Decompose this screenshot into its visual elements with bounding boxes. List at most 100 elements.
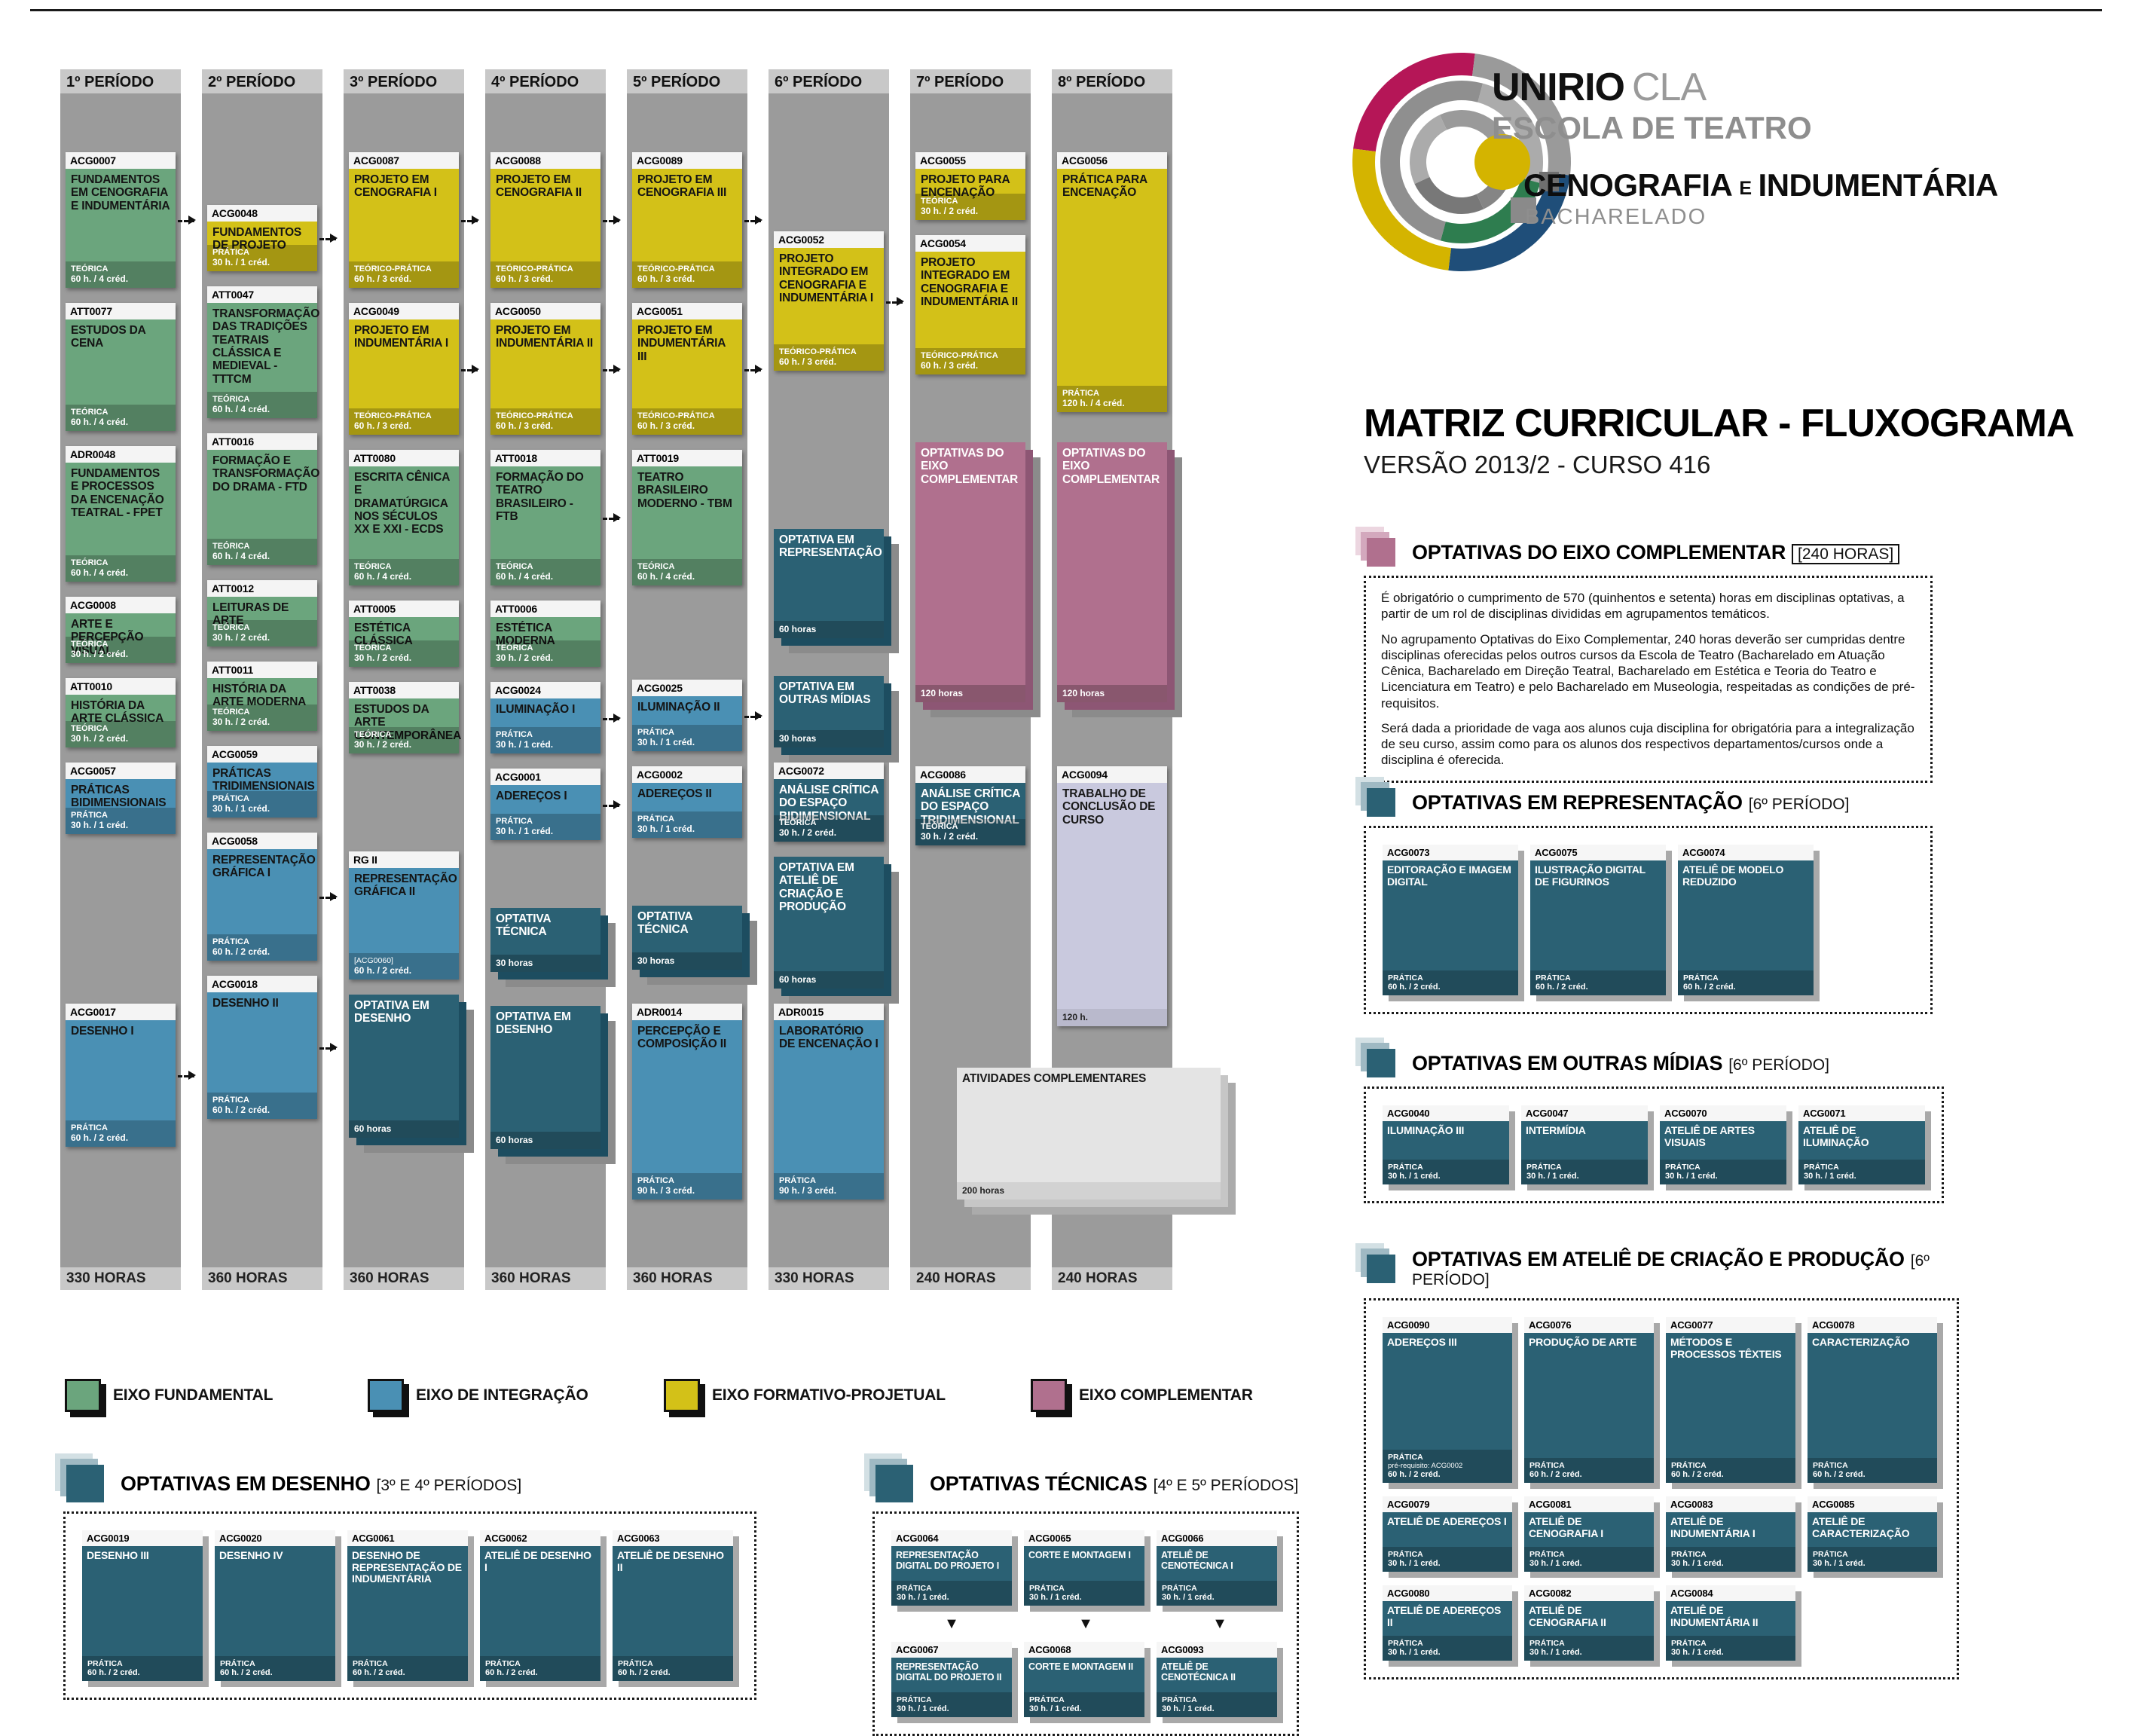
course-code: ATT0012 <box>207 580 317 597</box>
course-hours: 60 h. / 4 créd. <box>354 571 412 582</box>
course-hours: 120 horas <box>921 688 964 698</box>
course-hours: 30 h. / 1 créd. <box>71 820 129 830</box>
course-code: ATT0010 <box>66 678 176 695</box>
course-kind: PRÁTICA <box>1671 1639 1707 1648</box>
group-header-atelie: OPTATIVAS EM ATELIÊ DE CRIAÇÃO E PRODUÇÃ… <box>1364 1248 1959 1289</box>
course-name: ATELIÊ DE ILUMINAÇÃO <box>1803 1124 1869 1148</box>
course-kind: PRÁTICA <box>1536 973 1571 983</box>
period-header: 4º PERÍODO <box>485 69 606 93</box>
course-name-a: CENOGRAFIA <box>1523 167 1733 203</box>
course-kind: TEÓRICA <box>921 822 958 831</box>
course-name: ATELIÊ DE ADEREÇOS II <box>1387 1604 1502 1628</box>
course-name: TRABALHO DE CONCLUSÃO DE CURSO <box>1062 787 1156 827</box>
course-hours: 30 h. / 1 créd. <box>1671 1648 1724 1657</box>
course-kind: TEÓRICA <box>496 562 533 571</box>
course-connector: E <box>1739 178 1752 199</box>
period-header: 2º PERÍODO <box>202 69 322 93</box>
optatives-group-atelie: OPTATIVAS EM ATELIÊ DE CRIAÇÃO E PRODUÇÃ… <box>1364 1237 1959 1679</box>
course-kind: PRÁTICA <box>212 794 249 803</box>
group-title: OPTATIVAS EM DESENHO <box>121 1472 371 1495</box>
course-kind: PRÁTICA <box>1813 1461 1848 1470</box>
course-kind: TEÓRICO-PRÁTICA <box>779 347 857 356</box>
course-hours: 60 h. / 3 créd. <box>496 274 554 284</box>
optatives-group-desenho: OPTATIVAS EM DESENHO[3º E 4º PERÍODOS]AC… <box>63 1454 756 1700</box>
course-name: PROJETO INTEGRADO EM CENOGRAFIA E INDUME… <box>779 252 873 305</box>
course-hours: 60 h. / 2 créd. <box>1388 1470 1441 1479</box>
legend-item-eixo-de-integra-o: EIXO DE INTEGRAÇÃO <box>368 1379 664 1412</box>
course-name: CORTE E MONTAGEM I <box>1028 1550 1131 1560</box>
course-name: OPTATIVA TÉCNICA <box>637 910 692 937</box>
legend-label: EIXO DE INTEGRAÇÃO <box>416 1386 588 1404</box>
course-kind: PRÁTICA <box>496 730 533 739</box>
legend-item-eixo-complementar: EIXO COMPLEMENTAR <box>1031 1379 1253 1412</box>
course-kind: PRÁTICA <box>1162 1584 1197 1593</box>
course-name: PROJETO EM INDUMENTÁRIA II <box>496 324 594 350</box>
course-code: ADR0014 <box>632 1004 742 1020</box>
course-name: ATELIÊ DE INDUMENTÁRIA I <box>1670 1515 1756 1539</box>
course-code: ACG0080 <box>1383 1585 1512 1601</box>
course-hours: 60 h. / 2 créd. <box>87 1668 140 1677</box>
course-kind: PRÁTICA <box>496 817 533 826</box>
course-name: ADEREÇOS II <box>637 787 712 800</box>
course-name: PROJETO EM CENOGRAFIA II <box>496 173 582 200</box>
course-name: ESCRITA CÊNICA E DRAMATÚRGICA NOS SÉCULO… <box>354 471 450 536</box>
course-kind: PRÁTICA <box>212 1096 249 1105</box>
course-kind: TEÓRICA <box>212 395 250 404</box>
course-name: MÉTODOS E PROCESSOS TÊXTEIS <box>1670 1336 1782 1360</box>
course-kind: PRÁTICA <box>485 1659 521 1668</box>
course-code: ACG0073 <box>1383 845 1518 860</box>
course-code: ACG0083 <box>1666 1496 1795 1512</box>
course-kind: TEÓRICA <box>71 724 108 733</box>
course-code: ACG0072 <box>774 763 884 779</box>
course-hours: 120 h. / 4 créd. <box>1062 398 1125 408</box>
group-title-line: OPTATIVAS EM DESENHO[3º E 4º PERÍODOS] <box>121 1472 521 1496</box>
course-kind: PRÁTICA <box>1062 389 1099 398</box>
course-name: FUNDAMENTOS E PROCESSOS DA ENCENAÇÃO TEA… <box>71 467 164 520</box>
course-name: OPTATIVAS DO EIXO COMPLEMENTAR <box>1062 447 1160 486</box>
course-hours: 60 h. / 4 créd. <box>212 404 270 414</box>
course-code: ACG0087 <box>349 152 459 169</box>
course-name: DESENHO DE REPRESENTAÇÃO DE INDUMENTÁRIA <box>352 1549 462 1585</box>
info-box-eixo-complementar: OPTATIVAS DO EIXO COMPLEMENTAR[240 HORAS… <box>1364 527 1933 783</box>
course-kind: PRÁTICA <box>1813 1550 1848 1559</box>
course-footer: 120 horas <box>1057 685 1167 702</box>
course-kind: PRÁTICA <box>1683 973 1719 983</box>
course-hours: 30 h. / 1 créd. <box>1162 1704 1215 1713</box>
arrow-row: ▼▼▼ <box>891 1616 1280 1631</box>
course-footer: 60 horas <box>349 1120 459 1138</box>
optatives-group-midias: OPTATIVAS EM OUTRAS MÍDIAS[6º PERÍODO]AC… <box>1364 1038 1944 1203</box>
course-hours: 60 horas <box>779 974 817 985</box>
course-hours: 30 horas <box>637 955 675 966</box>
course-code: ACG0065 <box>1024 1530 1144 1546</box>
course-name: PROJETO INTEGRADO EM CENOGRAFIA E INDUME… <box>921 256 1019 309</box>
